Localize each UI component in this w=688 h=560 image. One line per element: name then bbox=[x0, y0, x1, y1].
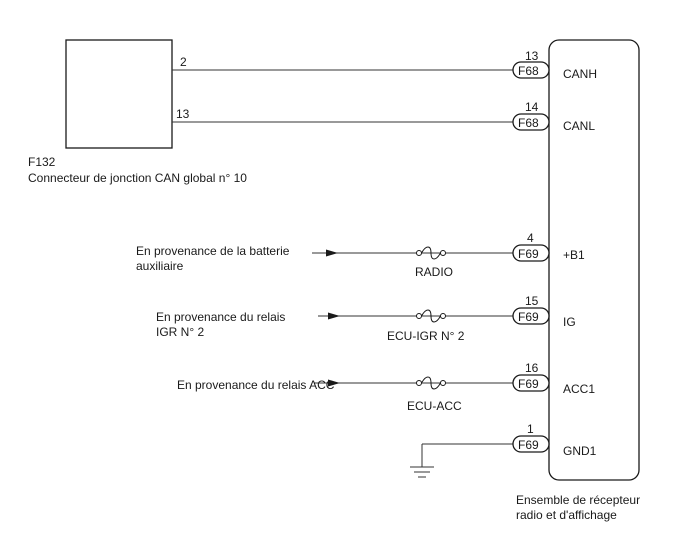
junction-connector-box bbox=[65, 39, 173, 149]
pin-canl: 14 bbox=[525, 100, 539, 114]
connector-ig: 15 F69 IG bbox=[512, 294, 576, 329]
terminal-gnd1: GND1 bbox=[563, 444, 597, 458]
connector-canl-id: F68 bbox=[518, 116, 539, 130]
receiver-unit-name-line2: radio et d'affichage bbox=[516, 508, 617, 522]
connector-gnd1-id: F69 bbox=[518, 438, 539, 452]
connector-gnd1: 1 F69 GND1 bbox=[512, 422, 597, 458]
terminal-ig: IG bbox=[563, 315, 576, 329]
junction-pin-canl: 13 bbox=[176, 107, 190, 121]
fuse-radio bbox=[416, 246, 448, 260]
fuse-ecu-igr bbox=[416, 309, 448, 323]
terminal-b1: +B1 bbox=[563, 248, 585, 262]
pin-ig: 15 bbox=[525, 294, 539, 308]
ig-arrow bbox=[328, 312, 340, 320]
ig-source-line1: En provenance du relais bbox=[156, 310, 285, 324]
fuse-ecu-acc bbox=[416, 376, 448, 390]
junction-connector-id: F132 bbox=[28, 155, 56, 169]
connector-canh: 13 F68 CANH bbox=[512, 49, 597, 81]
pin-canh: 13 bbox=[525, 49, 539, 63]
connector-canh-id: F68 bbox=[518, 64, 539, 78]
terminal-canl: CANL bbox=[563, 119, 595, 133]
junction-connector-name: Connecteur de jonction CAN global n° 10 bbox=[28, 171, 247, 185]
connector-acc1-id: F69 bbox=[518, 377, 539, 391]
fuse-ecu-igr-label: ECU-IGR N° 2 bbox=[387, 329, 465, 343]
receiver-unit-box bbox=[548, 39, 640, 481]
connector-b1-id: F69 bbox=[518, 247, 539, 261]
connector-b1: 4 F69 +B1 bbox=[512, 231, 585, 262]
pin-gnd1: 1 bbox=[527, 422, 534, 436]
ig-source-line2: IGR N° 2 bbox=[156, 325, 204, 339]
terminal-acc1: ACC1 bbox=[563, 382, 595, 396]
connector-ig-id: F69 bbox=[518, 310, 539, 324]
batt-source-line1: En provenance de la batterie bbox=[136, 244, 290, 258]
connector-acc1: 16 F69 ACC1 bbox=[512, 361, 595, 396]
acc-source: En provenance du relais ACC bbox=[177, 378, 335, 392]
pin-b1: 4 bbox=[527, 231, 534, 245]
fuse-radio-label: RADIO bbox=[415, 265, 453, 279]
batt-arrow bbox=[326, 249, 338, 257]
receiver-unit-name-line1: Ensemble de récepteur bbox=[516, 493, 640, 507]
batt-source-line2: auxiliaire bbox=[136, 259, 184, 273]
junction-pin-canh: 2 bbox=[180, 55, 187, 69]
terminal-canh: CANH bbox=[563, 67, 597, 81]
pin-acc1: 16 bbox=[525, 361, 539, 375]
fuse-ecu-acc-label: ECU-ACC bbox=[407, 399, 462, 413]
acc-arrow bbox=[328, 379, 340, 387]
connector-canl: 14 F68 CANL bbox=[512, 100, 595, 133]
